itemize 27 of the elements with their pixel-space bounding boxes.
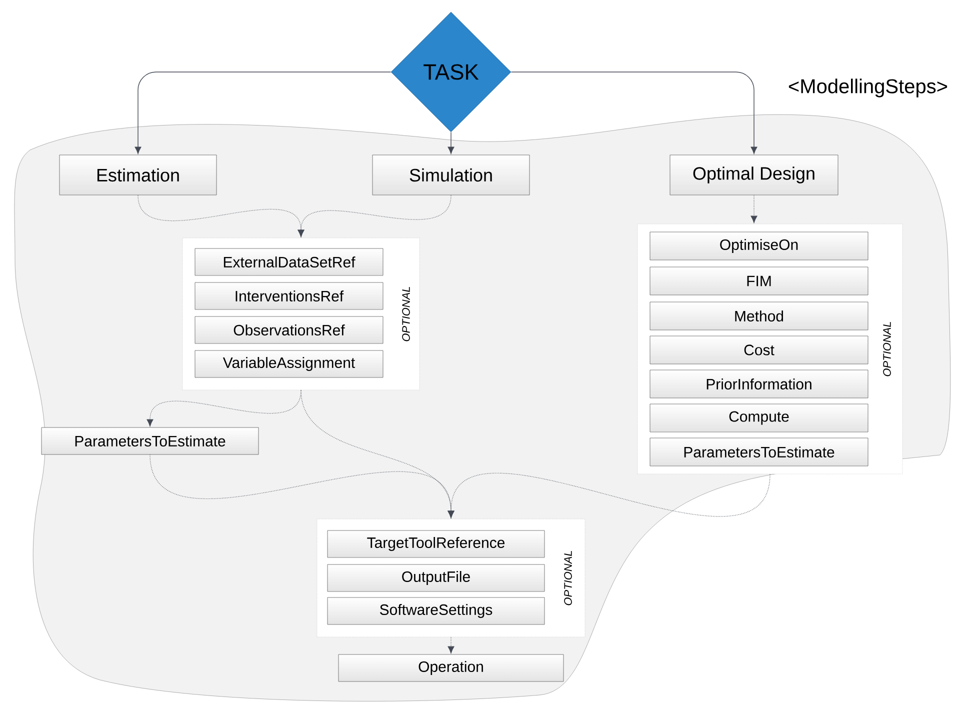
process-box: Method <box>650 302 868 330</box>
process-box: ParametersToEstimate <box>650 438 868 466</box>
arrow <box>510 72 758 154</box>
process-box: OptimiseOn <box>650 232 868 260</box>
process-box: TargetToolReference <box>327 530 545 558</box>
process-box: Estimation <box>59 154 217 196</box>
process-box: OutputFile <box>327 564 545 592</box>
arrow <box>750 194 758 224</box>
arrow <box>448 132 454 154</box>
process-box: PriorInformation <box>650 370 868 398</box>
process-box: Simulation <box>372 154 530 196</box>
arrow <box>298 194 452 238</box>
process-box: Optimal Design <box>670 154 838 196</box>
process-box: Operation <box>338 654 564 682</box>
process-box: ParametersToEstimate <box>41 427 259 455</box>
process-box: ExternalDataSetRef <box>194 248 384 276</box>
process-box: InterventionsRef <box>194 282 384 310</box>
arrow <box>448 472 770 518</box>
process-box: ObservationsRef <box>194 316 384 344</box>
process-box: Cost <box>650 336 868 364</box>
process-box: VariableAssignment <box>194 350 384 378</box>
process-box: SoftwareSettings <box>327 597 545 625</box>
arrow <box>134 72 392 154</box>
process-box: FIM <box>650 266 868 296</box>
process-box: Compute <box>650 404 868 432</box>
arrow <box>448 636 454 654</box>
region-heading: <ModellingSteps> <box>788 78 948 98</box>
